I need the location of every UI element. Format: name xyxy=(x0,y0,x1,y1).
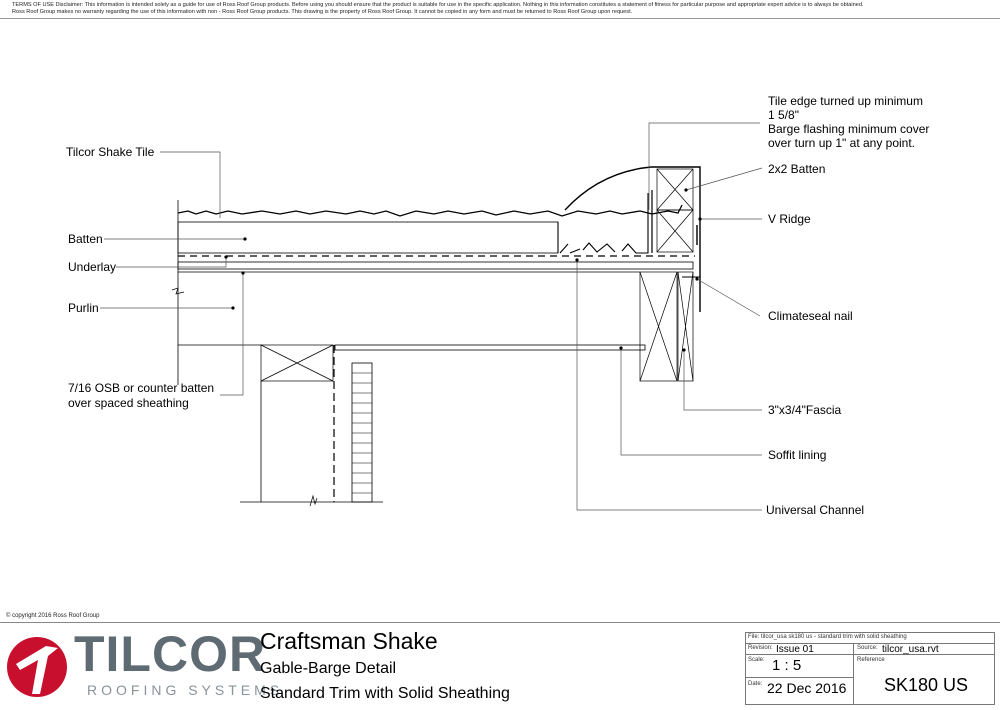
logo-tagline: ROOFING SYSTEMS xyxy=(87,682,284,698)
copyright: © copyright 2016 Ross Roof Group xyxy=(6,613,100,619)
drawing-subtitle-2: Standard Trim with Solid Sheathing xyxy=(260,685,510,702)
wall-plate xyxy=(260,344,334,382)
source-value: tilcor_usa.rvt xyxy=(882,644,939,655)
disclaimer-line-2: Ross Roof Group makes no warranty regard… xyxy=(12,9,633,15)
label-underlay: Underlay xyxy=(68,260,117,274)
header-divider xyxy=(0,18,1000,19)
label-tile-edge-4: over turn up 1" at any point. xyxy=(768,136,916,150)
date-value: 22 Dec 2016 xyxy=(767,680,847,696)
reference-label: Reference xyxy=(857,657,885,663)
logo-wordmark: TILCOR xyxy=(74,626,267,682)
osb-sheathing xyxy=(177,261,694,270)
drawing-subtitle-1: Gable-Barge Detail xyxy=(260,660,397,677)
shake-tile xyxy=(177,204,683,217)
file-name: File: tilcor_usa sk180 us - standard tri… xyxy=(748,634,907,640)
label-climateseal-nail: Climateseal nail xyxy=(768,309,853,323)
label-universal-channel: Universal Channel xyxy=(766,503,865,517)
batten-2x2 xyxy=(656,168,694,253)
label-osb-2: over spaced sheathing xyxy=(68,396,189,410)
brick-veneer xyxy=(351,362,373,503)
label-soffit: Soffit lining xyxy=(768,448,827,462)
label-tile-edge-1: Tile edge turned up minimum xyxy=(768,94,923,108)
label-tile-edge-3: Barge flashing minimum cover xyxy=(768,122,930,136)
soffit-lining xyxy=(334,344,646,351)
batten xyxy=(177,221,559,254)
tilcor-logo-mark xyxy=(7,637,67,697)
label-osb-1: 7/16 OSB or counter batten xyxy=(68,381,215,395)
title-block xyxy=(745,632,995,705)
disclaimer-line-1: TERMS OF USE Disclaimer: This informatio… xyxy=(12,2,864,8)
revision-value: Issue 01 xyxy=(776,644,814,655)
leader-lines xyxy=(100,122,763,511)
reference-value: SK180 US xyxy=(884,675,969,695)
label-purlin: Purlin xyxy=(68,301,99,315)
detail-drawing xyxy=(100,122,763,511)
label-2x2-batten: 2x2 Batten xyxy=(768,162,826,176)
scale-label: Scale: xyxy=(748,657,765,663)
source-label: Source: xyxy=(857,645,878,651)
footer-divider xyxy=(0,622,1000,623)
label-tile-edge-2: 1 5/8" xyxy=(768,108,799,122)
label-tile: Tilcor Shake Tile xyxy=(66,145,155,159)
revision-label: Revision: xyxy=(748,645,773,651)
label-v-ridge: V Ridge xyxy=(768,212,811,226)
fascia xyxy=(639,271,694,382)
date-label: Date: xyxy=(748,681,763,687)
label-fascia: 3"x3/4"Fascia xyxy=(768,403,842,417)
barge-flashing-arc xyxy=(564,166,701,312)
scale-value: 1 : 5 xyxy=(772,657,802,674)
label-batten: Batten xyxy=(68,232,103,246)
drawing-title: Craftsman Shake xyxy=(260,628,438,654)
